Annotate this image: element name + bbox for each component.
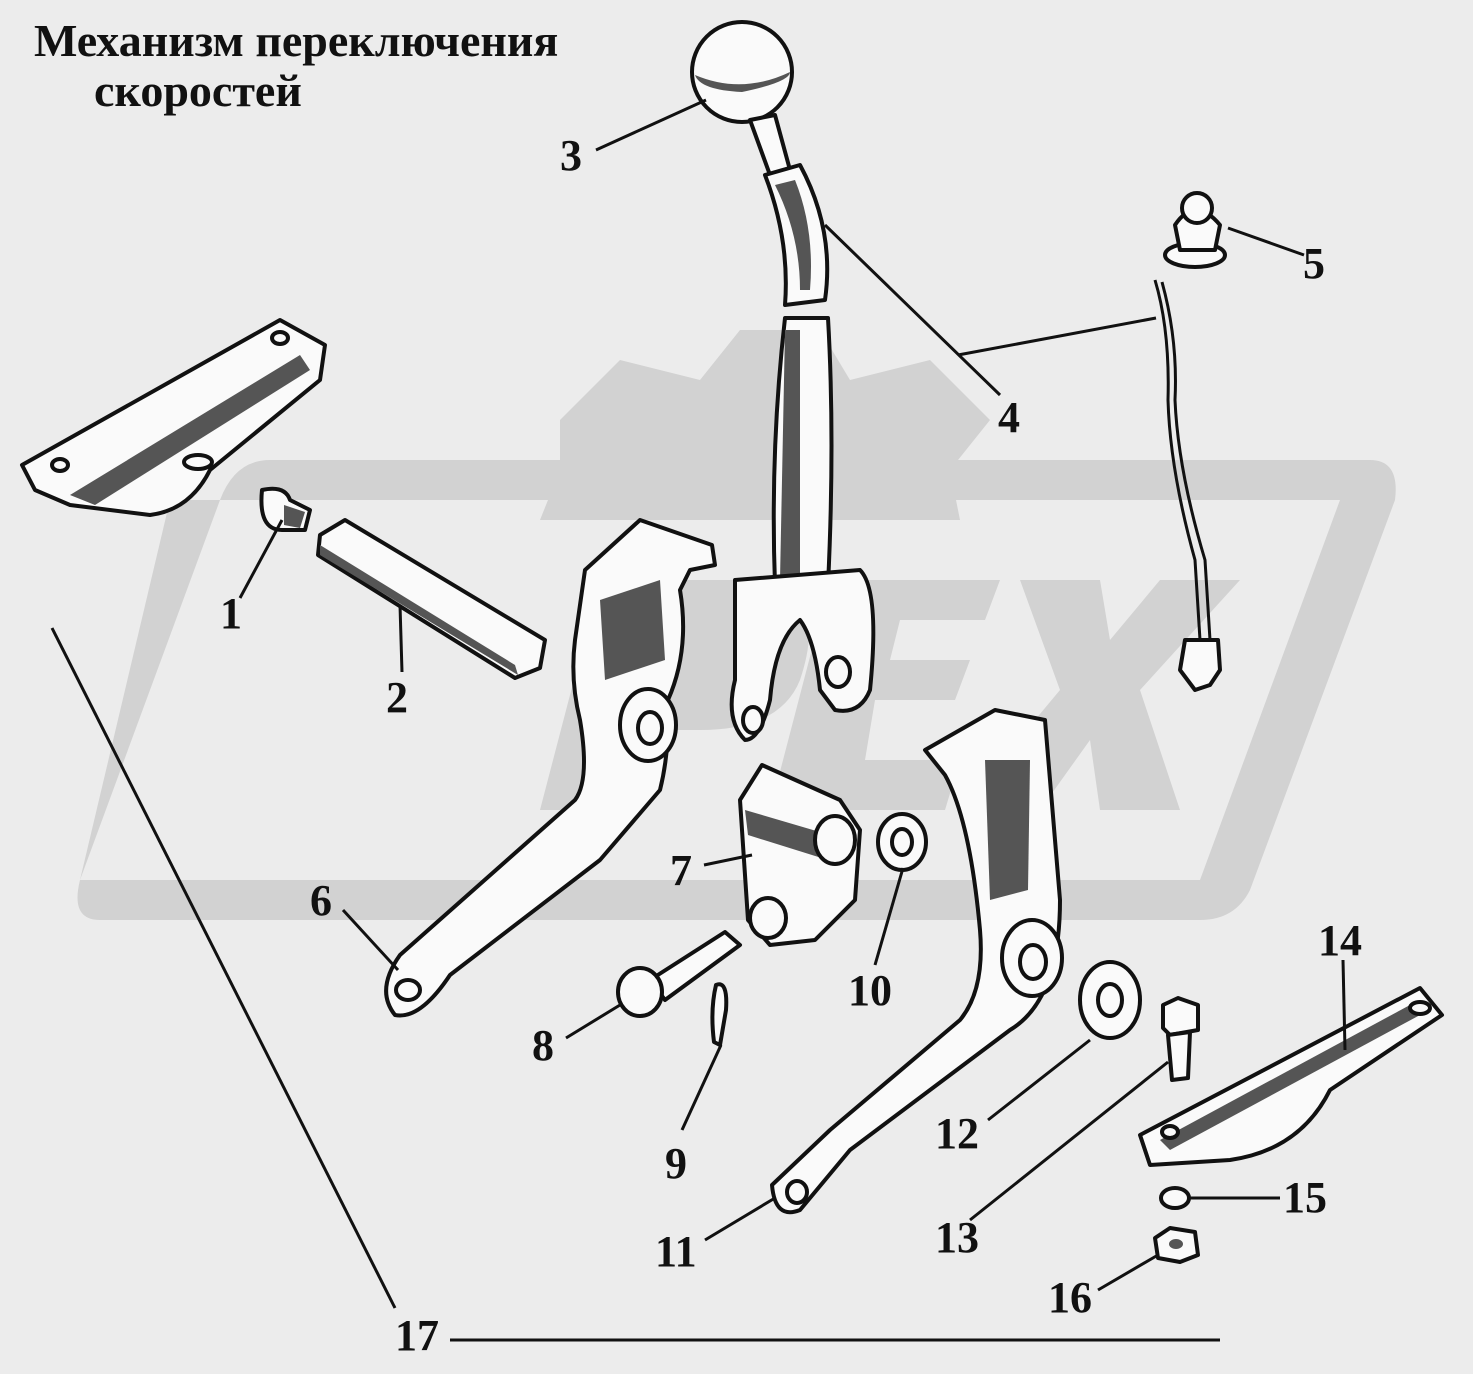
callout-11: 11 [655, 1227, 697, 1276]
selector-lever-left [384, 518, 717, 1018]
callout-2: 2 [386, 673, 408, 722]
washer-small [876, 812, 928, 872]
screw [259, 486, 312, 532]
cotter-pin [710, 982, 729, 1047]
bracket-left [20, 318, 327, 517]
rubber-cap [1163, 191, 1227, 269]
gear-knob [690, 20, 794, 124]
callout-7: 7 [670, 846, 692, 895]
callout-8: 8 [532, 1021, 554, 1070]
callout-9: 9 [665, 1139, 687, 1188]
callout-5: 5 [1303, 239, 1325, 288]
callout-13: 13 [935, 1213, 979, 1262]
callout-17: 17 [395, 1311, 439, 1360]
selector-block [738, 763, 862, 947]
callout-12: 12 [935, 1109, 979, 1158]
title-line-1: Механизм переключения [34, 15, 559, 66]
callout-10: 10 [848, 966, 892, 1015]
hex-bolt [1161, 996, 1200, 1082]
hex-nut [1153, 1226, 1200, 1264]
selector-lever-right [770, 708, 1064, 1215]
pivot-bolt [616, 930, 742, 1018]
wire-with-clip [1153, 279, 1222, 692]
callout-labels: 1 2 3 4 5 6 7 8 9 10 11 12 13 14 15 16 1… [220, 131, 1362, 1360]
callout-1: 1 [220, 589, 242, 638]
leader-lines [50, 98, 1347, 1342]
washer-large [1078, 960, 1142, 1040]
gear-lever [729, 113, 876, 742]
callout-14: 14 [1318, 916, 1362, 965]
diagram-title: Механизм переключения скоростей [34, 16, 558, 116]
callout-3: 3 [560, 131, 582, 180]
callout-4: 4 [998, 393, 1020, 442]
watermark-frame [77, 460, 1396, 920]
bracket-right [1138, 986, 1444, 1167]
slider-bar [316, 518, 547, 680]
title-line-2: скоростей [94, 65, 302, 116]
callout-16: 16 [1048, 1273, 1092, 1322]
callout-15: 15 [1283, 1173, 1327, 1222]
spring-washer [1159, 1186, 1191, 1210]
callout-6: 6 [310, 876, 332, 925]
